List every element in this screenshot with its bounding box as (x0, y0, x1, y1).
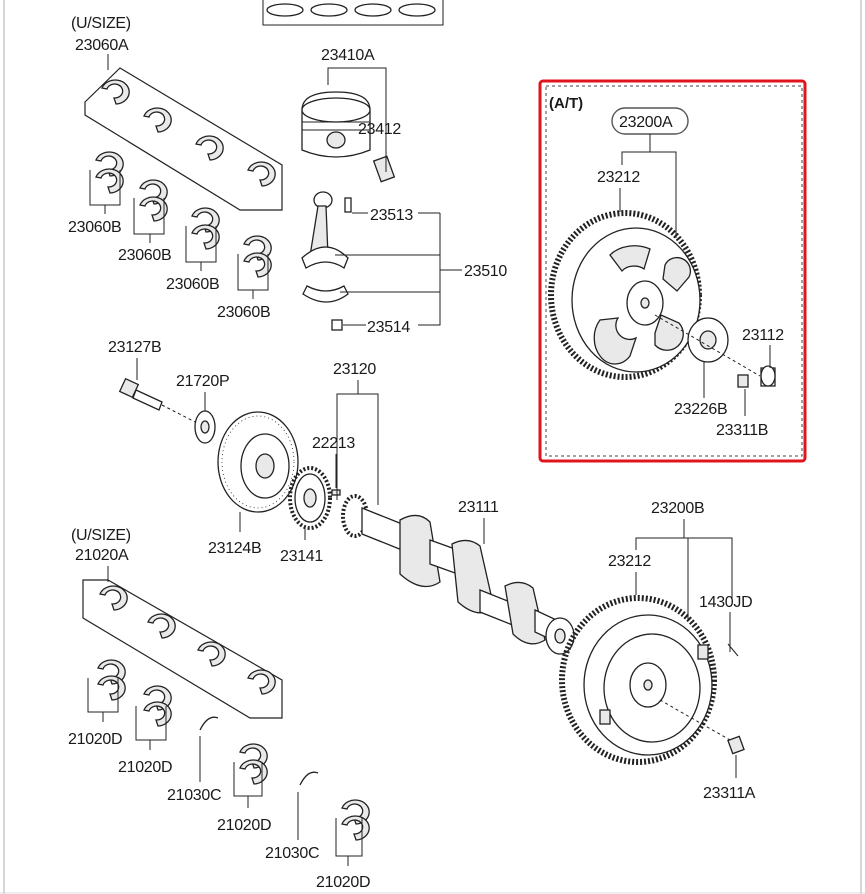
piston-ring-set (262, 0, 444, 26)
label-23311B: 23311B (716, 422, 768, 439)
label-21020D-3: 21020D (217, 817, 271, 834)
label-23060B-2: 23060B (118, 247, 171, 264)
label-21720P: 21720P (176, 373, 229, 390)
label-23226B: 23226B (674, 401, 727, 418)
label-23060B-3: 23060B (166, 276, 219, 293)
piston-assembly: 23410A 23412 (301, 47, 402, 183)
label-23311A: 23311A (703, 785, 756, 802)
label-23200A: 23200A (619, 114, 673, 131)
label-23060A: 23060A (75, 37, 129, 54)
label-21030C-1: 21030C (167, 787, 221, 804)
label-23127B: 23127B (108, 339, 161, 356)
label-22213: 22213 (312, 435, 355, 452)
label-23212-at: 23212 (597, 169, 640, 186)
label-23060B-4: 23060B (217, 304, 270, 321)
label-23060B-1: 23060B (68, 219, 121, 236)
bearing-shells-21020D: 21020D 21020D 21020D 21020D (68, 659, 371, 891)
label-21020A: 21020A (75, 547, 129, 564)
label-23111: 23111 (458, 499, 499, 516)
label-23112: 23112 (742, 327, 784, 344)
bearing-shells-23060B: 23060B 23060B 23060B 23060B (68, 151, 272, 321)
label-23200B: 23200B (651, 500, 704, 517)
bearing-set-23060A: (U/SIZE) 23060A (71, 15, 283, 211)
thrust-washers-21030C: 21030C 21030C (167, 716, 320, 862)
mt-flywheel-group: 23200B 23212 1430JD 23311A (559, 500, 756, 802)
label-23124B: 23124B (208, 540, 261, 557)
connecting-rod-assembly: 23513 23510 23514 (301, 191, 508, 336)
label-21030C-2: 21030C (265, 845, 319, 862)
bearing-set-21020A: (U/SIZE) 21020A (71, 527, 283, 719)
label-23514: 23514 (367, 319, 410, 336)
at-tag: (A/T) (549, 95, 583, 112)
label-usize-bottom: (U/SIZE) (71, 527, 131, 544)
crankshaft: 23111 (341, 494, 575, 655)
label-1430JD: 1430JD (699, 594, 752, 611)
label-usize-top: (U/SIZE) (71, 15, 131, 32)
highlight-box (538, 79, 807, 463)
label-21020D-1: 21020D (68, 731, 122, 748)
label-23410A: 23410A (321, 47, 375, 64)
label-23212-mt: 23212 (608, 553, 651, 570)
label-23141: 23141 (280, 548, 323, 565)
crank-pulley-group: 23127B 21720P 23124B 23141 22213 23120 (108, 339, 379, 565)
label-23412: 23412 (358, 121, 401, 138)
at-flexplate-group: (A/T) 23200A 23212 23112 23226B 23311B (538, 79, 807, 463)
label-21020D-4: 21020D (316, 874, 370, 891)
label-23513: 23513 (370, 207, 413, 224)
label-23510: 23510 (464, 263, 507, 280)
label-23120: 23120 (333, 361, 376, 378)
label-21020D-2: 21020D (118, 759, 172, 776)
